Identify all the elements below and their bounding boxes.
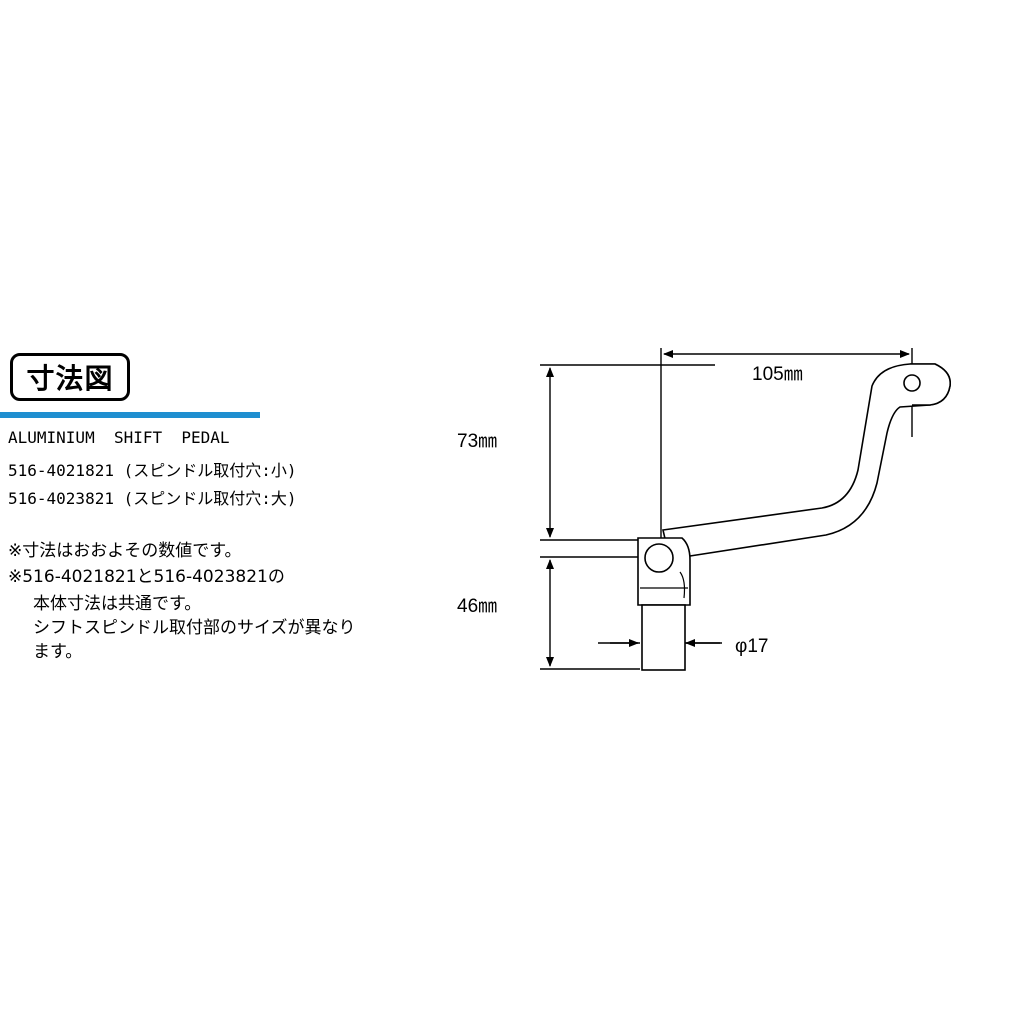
lower-height-label: 46㎜ bbox=[457, 596, 497, 617]
dimension-drawing-badge: 寸法図 bbox=[10, 353, 130, 401]
pivot-hole bbox=[644, 543, 674, 573]
spindle-shaft bbox=[641, 604, 686, 671]
note-approximate: ※寸法はおおよその数値です。 bbox=[8, 541, 242, 561]
length-label: 105㎜ bbox=[752, 364, 803, 385]
pedal-tip bbox=[910, 363, 952, 406]
badge-label: 寸法図 bbox=[26, 362, 114, 395]
spindle-diameter-label: φ17 bbox=[735, 636, 768, 657]
upper-height-label: 73㎜ bbox=[457, 431, 497, 452]
product-name: ALUMINIUM SHIFT PEDAL bbox=[8, 428, 230, 447]
note-common-body-cont: 本体寸法は共通です。 bbox=[33, 594, 202, 614]
variant-small-hole: 516-4021821 (スピンドル取付穴:小) bbox=[8, 461, 297, 480]
pedal-arm bbox=[662, 363, 952, 561]
boss-contour bbox=[679, 571, 686, 599]
note-spindle-size: シフトスピンドル取付部のサイズが異なり bbox=[33, 618, 356, 638]
note-common-body: ※516-4021821と516-4023821の bbox=[8, 567, 285, 587]
note-spindle-size-cont: ます。 bbox=[33, 642, 83, 662]
variant-large-hole: 516-4023821 (スピンドル取付穴:大) bbox=[8, 489, 297, 508]
accent-rule bbox=[0, 412, 260, 418]
tip-hole bbox=[903, 374, 921, 392]
